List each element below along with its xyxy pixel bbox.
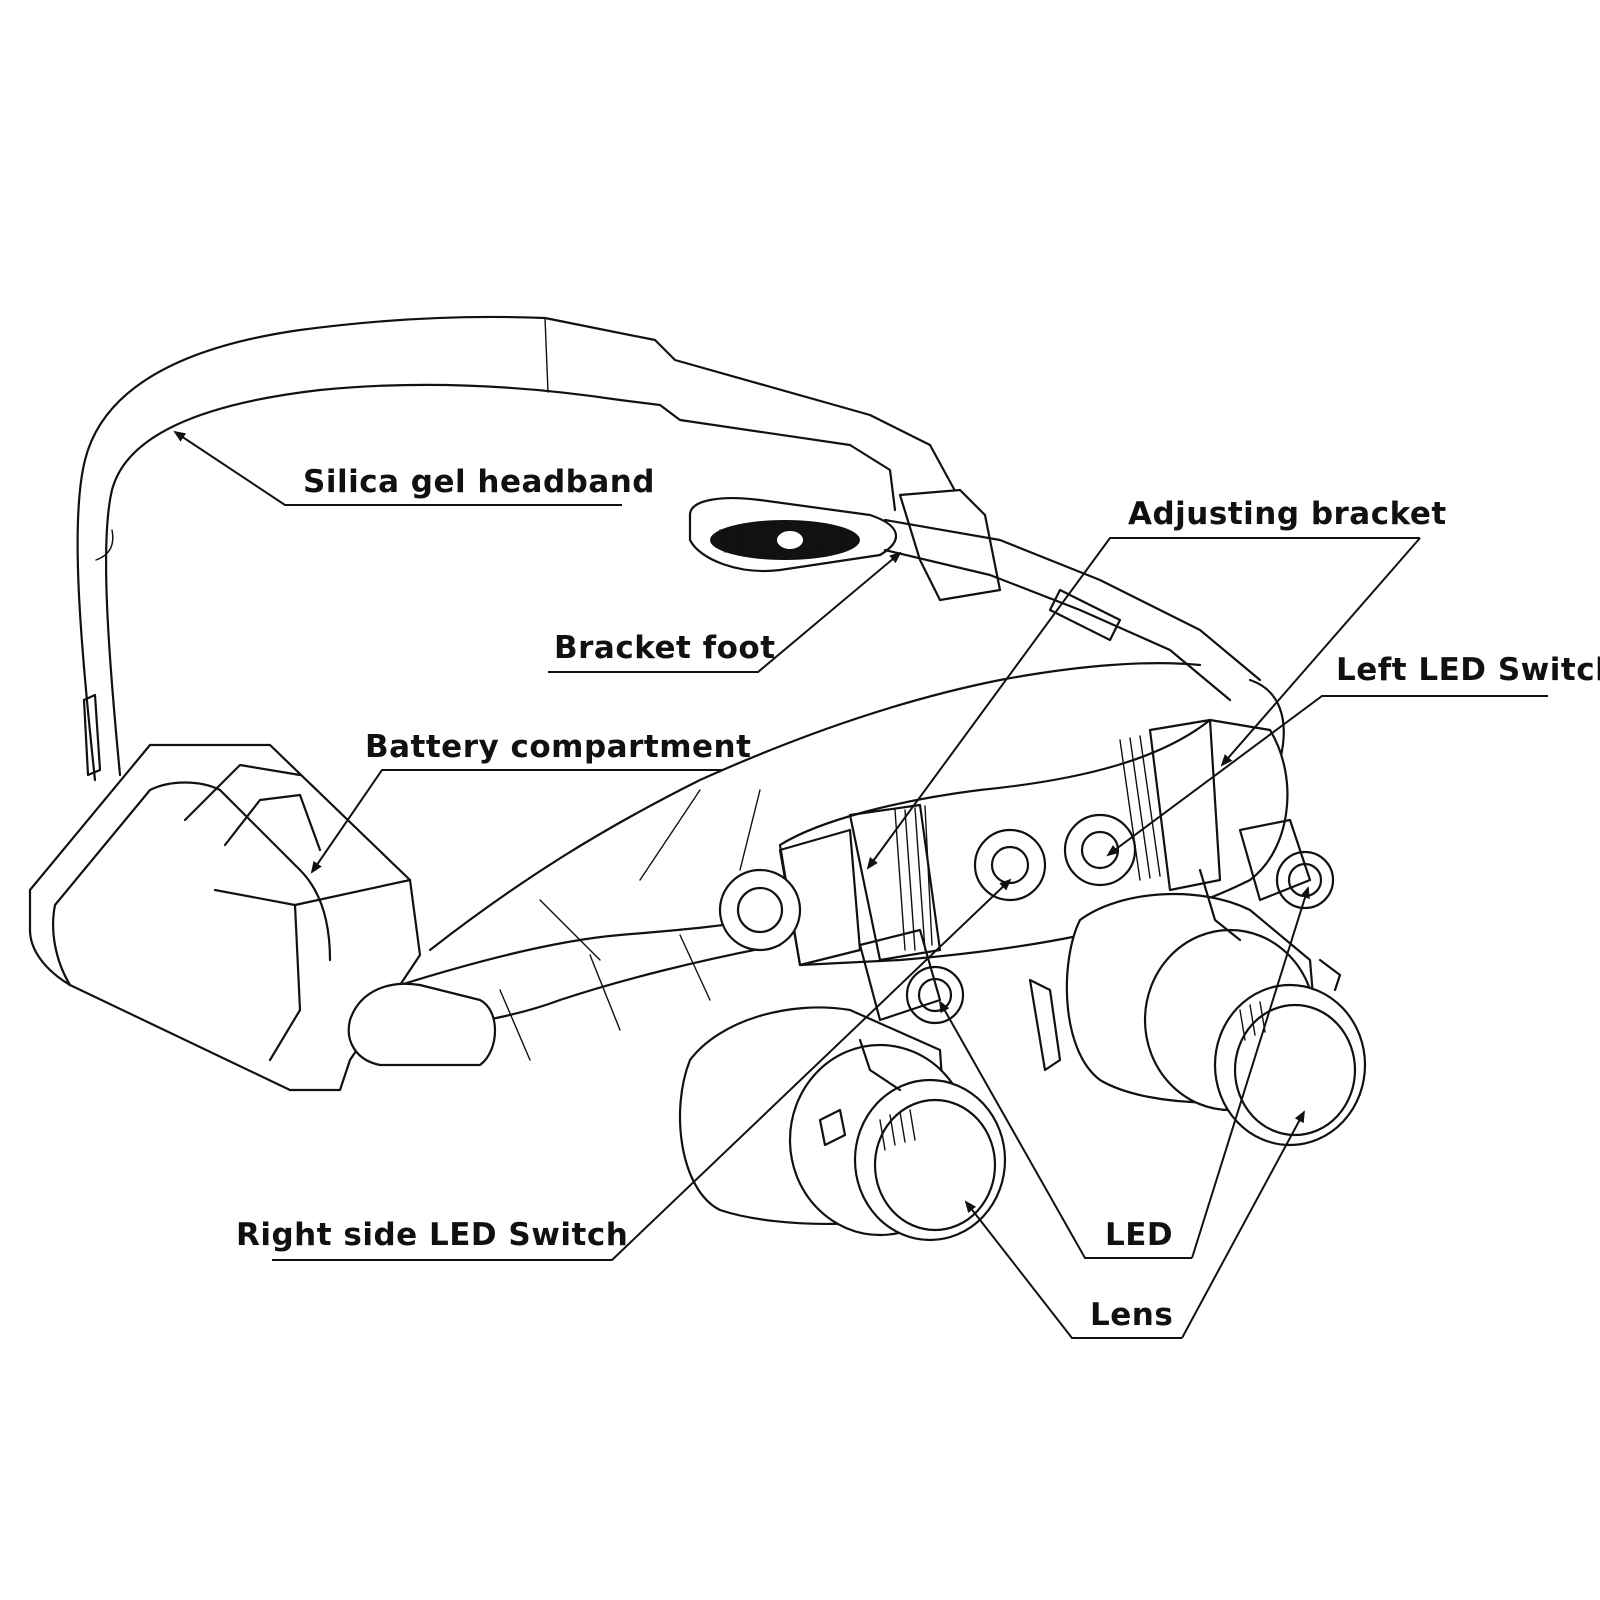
label-silica-gel-headband: Silica gel headband (303, 464, 655, 500)
label-right-side-led-switch: Right side LED Switch (236, 1217, 628, 1253)
label-led: LED (1105, 1217, 1173, 1253)
leader-lens-2 (1182, 1112, 1304, 1338)
headset-illustration (30, 317, 1365, 1240)
label-battery-compartment: Battery compartment (365, 729, 751, 765)
bracket-foot-pad (690, 498, 896, 571)
right-lens-assembly (680, 930, 1005, 1240)
battery-box (30, 745, 495, 1090)
label-adjusting-bracket: Adjusting bracket (1128, 496, 1447, 532)
label-lens: Lens (1090, 1297, 1173, 1333)
label-bracket-foot: Bracket foot (554, 630, 776, 666)
label-left-led-switch: Left LED Switch (1336, 652, 1600, 688)
